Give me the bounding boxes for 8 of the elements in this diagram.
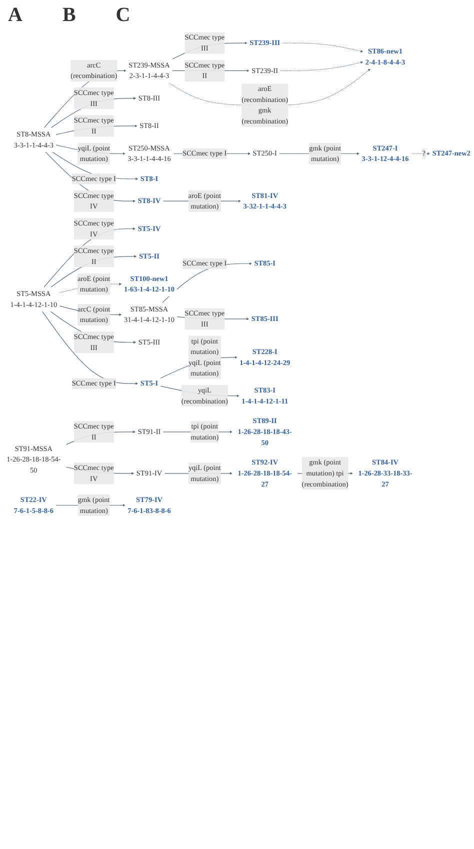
- arrow: [280, 61, 364, 71]
- arrow: [410, 152, 430, 155]
- arrow: [44, 69, 126, 128]
- panel-letter: B: [62, 4, 76, 27]
- panel-letter: C: [116, 4, 130, 27]
- arrow: [45, 152, 136, 202]
- panel-letter: A: [8, 4, 22, 27]
- arrow: [282, 42, 364, 52]
